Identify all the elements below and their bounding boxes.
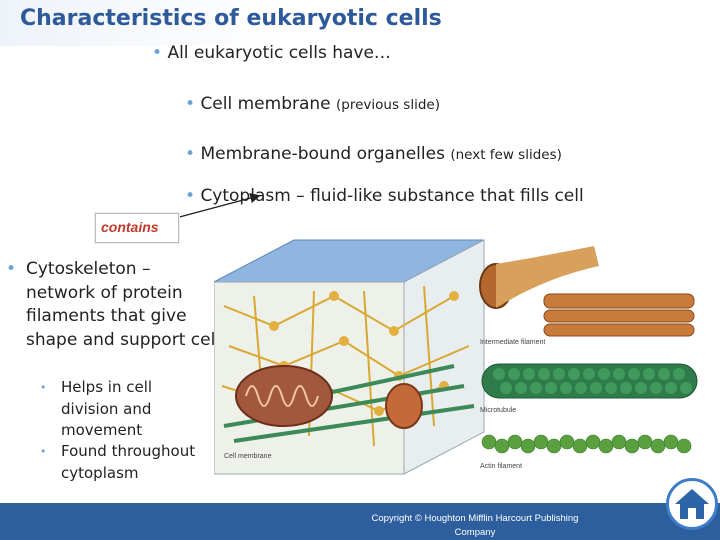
item-note: (next few slides) — [450, 147, 562, 163]
contains-box — [95, 213, 179, 243]
filament-bundle — [385, 383, 423, 429]
home-button[interactable] — [666, 478, 718, 530]
mitochondrion-cristae — [245, 385, 319, 407]
bullet-icon: • — [185, 144, 196, 164]
footer-bar — [0, 503, 720, 540]
sub-bullet-throughout: • Found throughout cytoplasm — [40, 441, 204, 484]
label-intermediate: Intermediate filament — [480, 339, 545, 346]
cytoskeleton-illustration: Cell membrane Intermediate filament Mi — [214, 239, 698, 475]
intro-line: • All eukaryotic cells have… — [152, 43, 391, 63]
bullet-icon: • — [6, 259, 17, 279]
sub-bullet-division: • Helps in cell division and movement — [40, 377, 204, 442]
intermediate-filaments — [479, 246, 695, 337]
item-main: Membrane-bound organelles — [200, 144, 451, 164]
contains-label: contains — [101, 219, 159, 235]
cytoskeleton-text: Cytoskeleton – network of protein filame… — [26, 259, 221, 350]
cytoskeleton-bullet: • Cytoskeleton – network of protein fila… — [6, 258, 221, 352]
bullet-icon: • — [185, 186, 196, 206]
title-bar — [0, 0, 720, 46]
mitochondrion — [235, 365, 333, 427]
item-cell-membrane: • Cell membrane (previous slide) — [185, 94, 440, 114]
microtubule-figure — [481, 363, 698, 399]
intro-text: All eukaryotic cells have… — [167, 43, 391, 63]
bullet-icon: • — [40, 445, 47, 458]
actin-filament — [481, 434, 692, 454]
item-main: Cell membrane — [200, 94, 337, 114]
label-actin: Actin filament — [480, 463, 522, 470]
label-membrane: Cell membrane — [224, 453, 272, 460]
home-icon — [675, 489, 709, 519]
label-microtubule: Microtubule — [480, 407, 516, 414]
item-cytoplasm: • Cytoplasm – fluid-like substance that … — [185, 186, 584, 206]
copyright-text: Copyright © Houghton Mifflin Harcourt Pu… — [371, 513, 579, 538]
item-note: (previous slide) — [336, 97, 440, 113]
bullet-icon: • — [152, 43, 163, 63]
slide-title: Characteristics of eukaryotic cells — [20, 6, 442, 31]
bullet-icon: • — [185, 94, 196, 114]
bullet-icon: • — [40, 381, 47, 394]
arrow — [171, 192, 261, 220]
item-organelles: • Membrane-bound organelles (next few sl… — [185, 144, 562, 164]
sub-bullet-text: Helps in cell division and movement — [61, 378, 153, 439]
item-main: Cytoplasm – fluid-like substance that fi… — [200, 186, 584, 206]
sub-bullet-text: Found throughout cytoplasm — [61, 442, 196, 482]
